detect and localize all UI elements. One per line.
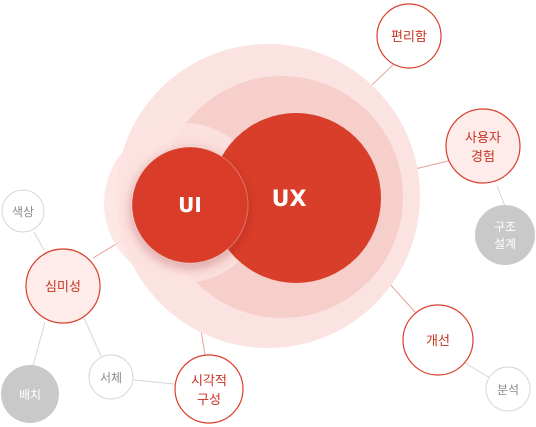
node-user-experience-label-1: 사용자 xyxy=(465,131,501,146)
node-analysis-circle xyxy=(485,366,531,412)
ui-node: UI xyxy=(131,146,249,264)
ux-node: UX xyxy=(211,113,381,283)
node-structure-design-label-2: 설계 xyxy=(494,237,516,251)
node-improvement-label: 개선 xyxy=(426,334,450,349)
line-aesthetics-typeface xyxy=(83,317,102,357)
node-analysis-label: 분석 xyxy=(497,383,519,397)
node-aesthetics-label: 심미성 xyxy=(45,280,81,295)
node-color: 색상 xyxy=(1,189,45,233)
node-color-circle xyxy=(1,189,45,233)
ux-circle xyxy=(211,113,381,283)
node-typeface: 서체 xyxy=(88,354,134,400)
line-aesthetics-layout xyxy=(32,321,46,367)
node-visual-composition-label-2: 구성 xyxy=(197,393,221,408)
ui-label: UI xyxy=(178,193,202,217)
ux-label: UX xyxy=(272,187,307,212)
node-visual-composition: 시각적 구성 xyxy=(174,354,244,424)
node-convenience-label: 편리함 xyxy=(391,30,427,45)
node-aesthetics: 심미성 xyxy=(25,248,101,324)
ui-circle xyxy=(131,146,249,264)
node-user-experience-label-2: 경험 xyxy=(471,150,495,165)
node-color-label: 색상 xyxy=(12,205,34,219)
node-analysis: 분석 xyxy=(485,366,531,412)
node-structure-design-label-1: 구조 xyxy=(494,220,516,234)
node-visual-composition-circle xyxy=(174,354,244,424)
line-aesthetics-color xyxy=(33,231,45,251)
node-visual-composition-label-1: 시각적 xyxy=(191,374,227,389)
node-convenience-circle xyxy=(376,3,442,69)
node-layout-label: 배치 xyxy=(19,388,41,402)
node-user-experience-circle xyxy=(445,108,521,184)
line-improvement-analysis xyxy=(464,362,491,379)
node-improvement: 개선 xyxy=(402,304,474,376)
node-typeface-label: 서체 xyxy=(100,371,122,385)
node-structure-design-circle xyxy=(475,205,535,265)
node-structure-design: 구조 설계 xyxy=(475,205,535,265)
node-aesthetics-circle xyxy=(25,248,101,324)
node-layout-circle xyxy=(1,365,59,423)
node-layout: 배치 xyxy=(1,365,59,423)
node-improvement-circle xyxy=(402,304,474,376)
line-typeface-visual-composition xyxy=(133,379,175,385)
node-typeface-circle xyxy=(88,354,134,400)
node-convenience: 편리함 xyxy=(376,3,442,69)
node-user-experience: 사용자 경험 xyxy=(445,108,521,184)
line-user-experience-structure xyxy=(496,185,506,207)
